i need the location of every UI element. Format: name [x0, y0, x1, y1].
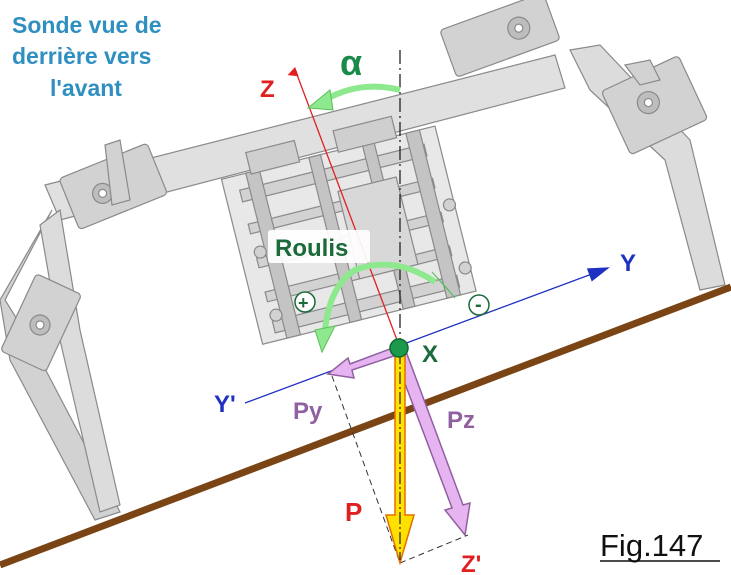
y-axis: [244, 267, 610, 404]
minus-marker: [468, 294, 490, 316]
z-prime-label: Z': [461, 551, 481, 575]
parallelogram-construction: [331, 375, 469, 564]
z-axis: [287, 66, 401, 349]
roulis-label: Roulis: [275, 235, 348, 262]
p-weight-vector: [385, 349, 415, 566]
y-prime-label: Y': [214, 391, 236, 418]
figure-label: Fig.147: [600, 528, 703, 563]
roulis-rotation-arrows: [314, 261, 456, 354]
py-label: Py: [293, 398, 323, 425]
minus-label: -: [475, 294, 482, 316]
z-axis-label: Z: [260, 76, 275, 103]
ground-slope: [0, 283, 731, 569]
plus-label: +: [298, 293, 309, 313]
p-label: P: [345, 497, 362, 527]
plus-marker: [294, 291, 316, 313]
pz-label: Pz: [447, 407, 475, 434]
title-line-3: l'avant: [50, 75, 122, 101]
origin-point: [389, 338, 409, 358]
x-axis-label: X: [422, 341, 438, 368]
roulis-label-box: [268, 230, 370, 263]
title-line-2: derrière vers: [12, 43, 151, 69]
alpha-label: α: [340, 42, 362, 83]
y-axis-label: Y: [620, 250, 636, 277]
pz-force-vector: [392, 344, 471, 537]
py-force-vector: [326, 345, 401, 379]
alpha-angle-arrow: [306, 83, 401, 111]
title-line-1: Sonde vue de: [12, 12, 162, 38]
